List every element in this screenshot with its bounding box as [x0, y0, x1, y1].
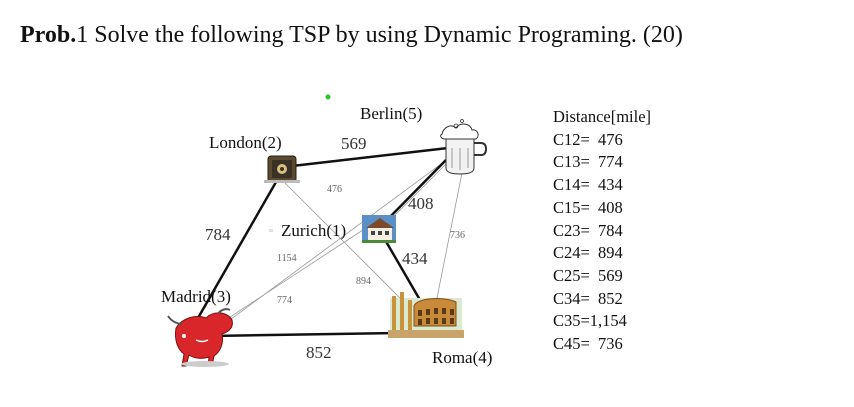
weight-zurich-berlin: 408: [408, 194, 434, 213]
distance-table: Distance[mile] C12= 476 C13= 774 C14= 43…: [553, 106, 651, 356]
weight-zurich-roma: 434: [402, 249, 428, 268]
edge-madrid-berlin: [199, 149, 461, 343]
edge-london-roma: [281, 179, 413, 311]
distance-row: C13= 774: [553, 152, 623, 172]
weight-berlin-roma: 736: [450, 230, 465, 241]
title-text: 1 Solve the following TSP by using Dynam…: [76, 22, 683, 48]
distance-row: C45= 736: [553, 334, 623, 354]
roma-colosseum-icon: [388, 292, 464, 338]
zurich-house-icon: [362, 215, 396, 243]
weight-cross-894: 894: [356, 276, 371, 287]
weight-london-madrid: 784: [205, 225, 231, 244]
zurich-mark: ⁼: [268, 227, 274, 239]
distance-row: C24= 894: [553, 243, 623, 263]
weight-madrid-berlin: 774: [277, 295, 292, 306]
distance-row: C35=1,154: [553, 311, 627, 331]
label-berlin: Berlin(5): [360, 104, 422, 123]
label-zurich: Zurich(1): [281, 221, 346, 240]
distance-row: C25= 569: [553, 265, 623, 285]
distance-header: Distance[mile]: [553, 107, 652, 126]
green-dot: [325, 94, 331, 100]
distance-row: C12= 476: [553, 129, 623, 149]
distance-row: C34= 852: [553, 288, 623, 308]
distance-row: C14= 434: [553, 175, 623, 195]
edge-zurich-roma: [382, 237, 422, 301]
edge-zurich-berlin: [383, 159, 447, 224]
weight-london-berlin: 569: [341, 134, 367, 153]
title-prefix: Prob.: [20, 22, 77, 48]
weight-madrid-roma: 852: [306, 343, 332, 362]
weight-london-roma: 476: [327, 184, 342, 195]
distance-row: C15= 408: [553, 197, 623, 217]
distance-row: C23= 784: [553, 220, 623, 240]
edge-berlin-roma: [435, 157, 466, 304]
label-roma: Roma(4): [432, 348, 492, 367]
edge-madrid-roma: [209, 331, 401, 338]
weight-zurich-madrid: 1154: [277, 253, 297, 264]
edge-london-berlin: [291, 146, 449, 168]
madrid-bull-icon: [167, 308, 233, 367]
edge-london-madrid: [196, 181, 278, 319]
problem-title: Prob.1 Solve the following TSP by using …: [20, 22, 683, 49]
label-madrid: Madrid(3): [161, 287, 231, 306]
london-building-icon: [264, 155, 300, 183]
berlin-beer-mug-icon: [440, 119, 488, 175]
label-london: London(2): [209, 133, 282, 152]
